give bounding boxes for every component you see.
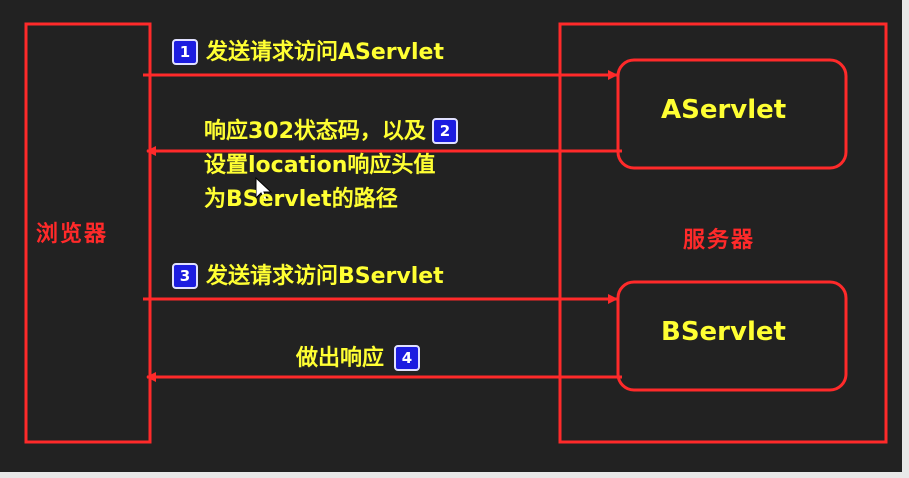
step-3-label: 3 发送请求访问BServlet [172,258,444,290]
step-2-line-3: 为BServlet的路径 [204,187,398,212]
step-text: 做出响应 [296,346,385,371]
aservlet-label: AServlet [661,95,787,125]
mouse-pointer-icon [255,176,273,203]
bservlet-label: BServlet [661,317,786,347]
browser-label: 浏览器 [36,222,109,247]
step-2-line-2: 设置location响应头值 [204,153,436,178]
step-badge: 1 [172,39,198,65]
server-box [558,22,888,444]
aservlet-box [616,58,848,170]
server-label: 服务器 [683,228,756,253]
step-badge: 4 [394,345,421,371]
browser-box [24,22,152,444]
step-1-label: 1 发送请求访问AServlet [172,34,444,66]
diagram-canvas: 浏览器 服务器 AServlet BServlet 1 发送请求访问AServle… [0,0,902,472]
step-text: 发送请求访问BServlet [206,264,444,289]
bservlet-box [616,280,848,392]
step-4-label: 做出响应 4 [296,340,421,372]
step-badge: 2 [431,118,458,144]
step-badge: 3 [172,263,198,289]
step-text: 响应302状态码，以及 [204,119,426,144]
flow-diagram [24,22,888,444]
step-text: 发送请求访问AServlet [206,40,444,65]
